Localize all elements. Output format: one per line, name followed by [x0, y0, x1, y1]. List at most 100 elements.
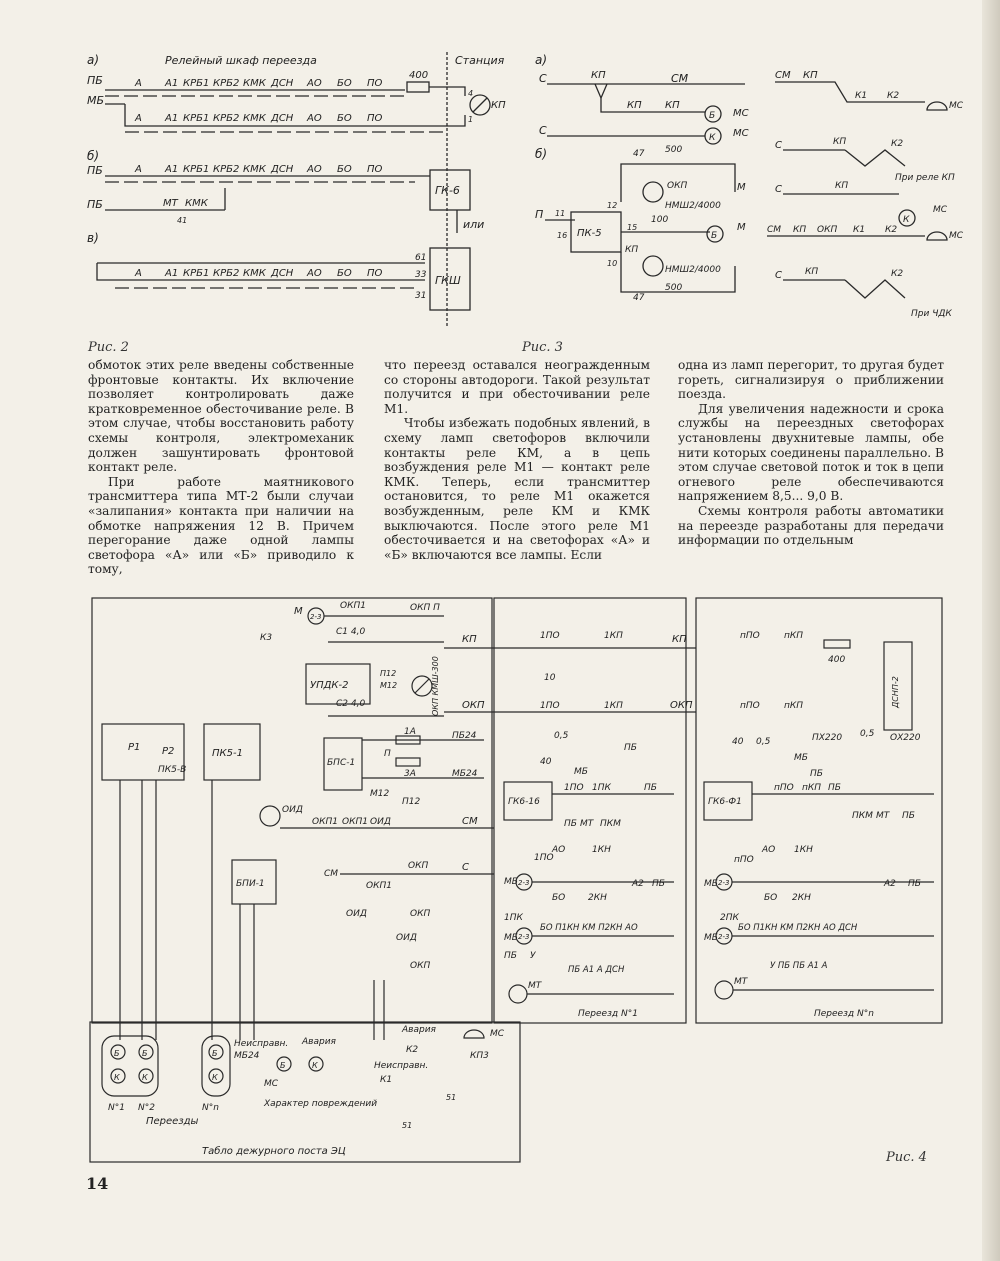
fig4-lamp-k: К: [312, 1061, 318, 1070]
fig4-1a: 1А: [404, 727, 416, 737]
fig3-n10: 10: [607, 259, 617, 268]
fig4-s1-1pk2: 1ПК: [504, 913, 523, 923]
fig2-pin-4: 4: [468, 89, 473, 98]
fig4-m12b: М12: [370, 789, 389, 799]
fig2-pin-31: 31: [415, 291, 426, 301]
fig4-lamp2-k: К: [142, 1073, 148, 1082]
fig2-row-b-label-1: А1: [164, 164, 178, 175]
fig2-sub-a: а): [87, 53, 99, 67]
fig4-bpi: БПИ-1: [236, 879, 265, 889]
fig3-note-chdk: При ЧДК: [911, 309, 952, 319]
fig3-m1: М: [737, 182, 746, 193]
fig4-s1-title: Переезд N°1: [578, 1009, 638, 1019]
fig3-v47b: 47: [633, 293, 645, 303]
fig4-sn-2kn: 2КН: [792, 893, 811, 903]
fig4-s1-v40: 40: [540, 757, 552, 767]
fig4-s1-1po-a: 1ПО: [540, 631, 560, 641]
fig4-avaria: Авария: [301, 1037, 337, 1047]
fig3-r-k2: К2: [887, 91, 899, 101]
fig4-3a: 3А: [404, 769, 416, 779]
fig4-sn-row2: У ПБ ПБ А1 А: [770, 961, 828, 971]
fig4-oid2: ОИД: [370, 817, 391, 827]
fig2-station-header: Станция: [455, 54, 505, 67]
fig2-row-v-label-0: А: [134, 268, 142, 279]
fig4-p12b: П12: [402, 797, 420, 807]
col1-para-1: обмоток этих реле введены собственные фр…: [88, 358, 354, 475]
fig4-okp4: ОКП: [410, 961, 430, 971]
fig4-sn-v05b: 0,5: [860, 729, 875, 739]
fig2-row-a2-label-6: АО: [306, 113, 322, 124]
fig2-b-bus-pb2: ПБ: [87, 198, 103, 211]
fig4-sn-pkm: ПКМ: [852, 811, 873, 821]
fig4-sn-a2: А2: [883, 879, 896, 889]
fig4-s1-ao: АО: [551, 845, 565, 855]
fig2-pin-33: 33: [415, 270, 427, 280]
fig2-row-a1-label-0: А: [134, 78, 142, 89]
fig4-sn-pb2: ПБ: [828, 783, 841, 793]
fig4-s1-mb2: МБ: [504, 877, 518, 887]
fig2-row-a2-label-7: БО: [337, 113, 352, 124]
fig4-m: М: [294, 606, 303, 617]
fig2-row-b-label-0: А: [134, 164, 142, 175]
col2-para-2: Чтобы избежать подобных явлений, в схему…: [384, 416, 650, 562]
fig3-caption: Рис. 3: [522, 340, 563, 355]
fig4-sn-nkp-a: пКП: [784, 631, 803, 641]
fig2-mt: МТ: [163, 198, 179, 209]
fig2-gksh-label: ГКШ: [435, 274, 461, 287]
fig4-harakter: Характер повреждений: [263, 1099, 377, 1109]
fig4-sn-mb3: МБ: [704, 933, 718, 943]
fig3-c2: С: [539, 124, 547, 137]
fig2-pin-41: 41: [177, 216, 187, 225]
fig4-s1-a2: А2: [631, 879, 644, 889]
fig4-k1: К1: [380, 1075, 392, 1085]
fig3-r-c2: С: [775, 184, 782, 195]
fig4-r1: Р1: [128, 742, 140, 753]
fig4-okp2: ОКП: [408, 861, 428, 871]
figure-2-diagram: а) Релейный шкаф переезда Станция ПБ МБ …: [87, 52, 506, 328]
fig2-pin-61: 61: [415, 253, 426, 263]
fig2-caption: Рис. 2: [88, 340, 129, 355]
fig4-k3: К3: [260, 633, 272, 643]
fig4-s1-pb4: ПБ: [652, 879, 665, 889]
fig4-sn-v40: 40: [732, 737, 744, 747]
fig4-lamp1-b: Б: [114, 1049, 120, 1058]
fig2-row-a1-label-1: А1: [164, 78, 178, 89]
fig4-lampn-k: К: [212, 1073, 218, 1082]
fig4-s1-1po-b: 1ПО: [540, 701, 560, 711]
fig2-row-b-label-8: ПО: [367, 164, 383, 175]
fig4-s1-pb: ПБ: [624, 743, 637, 753]
fig4-bus-okp-2: ОКП: [670, 700, 693, 711]
fig2-row-a1-label-3: КРБ2: [213, 78, 239, 89]
fig4-c1: С1 4,0: [336, 627, 365, 637]
fig4-sn-mb2: МБ: [704, 879, 718, 889]
fig2-sub-v: в): [87, 231, 99, 245]
fig4-mb24: МБ24: [452, 769, 478, 779]
fig4-c2: С2 4,0: [336, 699, 365, 709]
fig2-pin-1: 1: [468, 115, 473, 124]
fig4-caption: Рис. 4: [886, 1150, 927, 1165]
fig4-nn: N°n: [202, 1103, 219, 1113]
fig3-v100: 100: [651, 215, 668, 225]
fig4-s1-1kp-b: 1КП: [604, 701, 623, 711]
fig3-sm1: СМ: [671, 72, 689, 85]
fig4-s1-1po-c: 1ПО: [564, 783, 584, 793]
fig4-sn-v23b: 2-3: [718, 933, 729, 941]
fig4-sn-v400: 400: [828, 655, 845, 665]
fig4-p12: П12: [380, 669, 396, 678]
fig3-r-k1b: К1: [853, 225, 865, 235]
fig4-oid4: ОИД: [396, 933, 417, 943]
fig4-oid3: ОИД: [346, 909, 367, 919]
fig4-51: 51: [446, 1093, 456, 1102]
fig4-neispr: Неисправн.: [234, 1039, 288, 1049]
fig2-row-a2-label-5: ДСН: [270, 113, 294, 124]
fig4-s1-v05: 0,5: [554, 731, 569, 741]
fig2-row-b-label-2: КРБ1: [183, 164, 209, 175]
fig2-row-v-label-4: КМК: [243, 268, 267, 279]
fig3-b: Б: [709, 111, 715, 121]
fig3-kp1: КП: [591, 70, 606, 81]
fig4-s1-row2: ПБ А1 А ДСН: [568, 965, 625, 975]
fig2-row-v-label-2: КРБ1: [183, 268, 209, 279]
fig4-ms2: МС: [490, 1029, 505, 1039]
fig3-r-k2c: К2: [885, 225, 897, 235]
fig2-row-v-label-7: БО: [337, 268, 352, 279]
